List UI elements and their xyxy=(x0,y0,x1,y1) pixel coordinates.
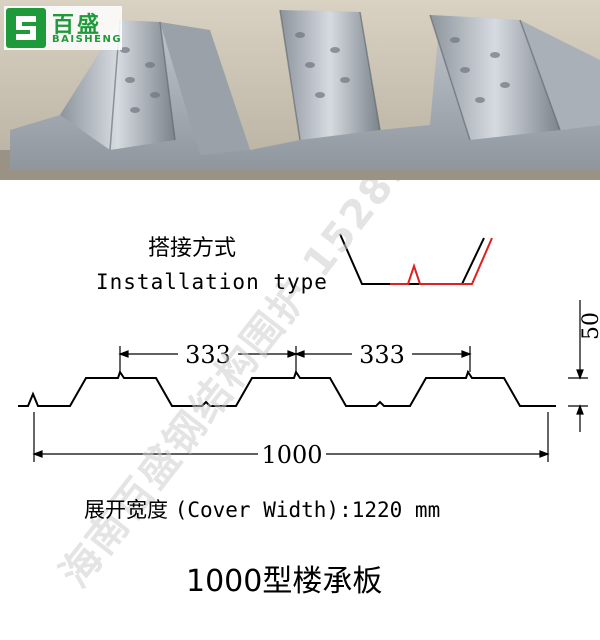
dim-pitch-left: 333 xyxy=(185,341,231,369)
galvanized-deck-illustration xyxy=(0,0,600,180)
installation-title-cn: 搭接方式 xyxy=(148,236,237,261)
dim-height: 50 xyxy=(579,312,600,340)
dim-pitch-right: 333 xyxy=(359,341,405,369)
company-logo: 百盛 BAISHENG xyxy=(4,6,122,50)
watermark-text: 海南百盛钢结构围护 15289775577 xyxy=(52,180,533,596)
cover-width-en: (Cover Width) xyxy=(174,498,340,522)
product-title: 1000型楼承板 xyxy=(186,564,383,599)
cover-width-label: 展开宽度 (Cover Width):1220 mm xyxy=(84,494,440,524)
dim-total: 1000 xyxy=(261,441,322,469)
logo-mark-icon xyxy=(6,8,46,48)
profile-drawing: 333 333 1000 50 海南百盛钢结构围护 15289775577 xyxy=(18,180,600,596)
installation-title-en: Installation type xyxy=(96,270,328,294)
total-width-dimension xyxy=(32,412,550,462)
overlap-detail xyxy=(339,233,493,285)
product-photo: 百盛 BAISHENG xyxy=(0,0,600,180)
cover-width-value: :1220 mm xyxy=(339,498,441,522)
logo-name-cn: 百盛 xyxy=(52,13,103,38)
pitch-dimension xyxy=(118,346,472,372)
height-dimension xyxy=(568,300,588,432)
logo-name-en: BAISHENG xyxy=(52,34,123,45)
cover-width-cn: 展开宽度 xyxy=(84,498,168,522)
deck-profile xyxy=(18,369,556,407)
